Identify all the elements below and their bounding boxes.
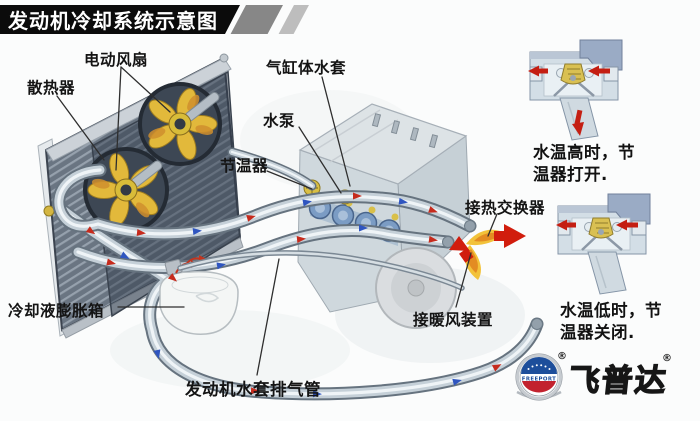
flame-arrow-right-icon: [466, 224, 526, 248]
label-radiator: 散热器: [27, 79, 76, 97]
flow-down-arrow-icon: [572, 109, 584, 136]
electric-fan-1: [138, 82, 222, 166]
registered-trademark-icon: ®: [557, 351, 567, 362]
label-to-heat-exchanger: 接热交换器: [465, 199, 546, 217]
caption-thermostat-closed: 水温低时，节温器关闭.: [560, 301, 662, 342]
label-coolant-expansion-tank: 冷却液膨胀箱: [8, 302, 105, 320]
vent-pipe: [177, 250, 465, 291]
label-water-pump: 水泵: [263, 112, 296, 130]
registered-trademark-icon: ®: [662, 353, 672, 364]
label-cylinder-block-water-jacket: 气缸体水套: [266, 59, 347, 77]
label-engine-water-jacket-vent-pipe: 发动机水套排气管: [185, 380, 321, 399]
engine-block: [297, 103, 471, 329]
coolant-pipe-connector: [227, 147, 317, 191]
label-to-heater-unit: 接暖风装置: [413, 311, 494, 329]
title-banner: 发动机冷却系统示意图: [0, 5, 240, 34]
pointer-lines: [56, 66, 498, 376]
valve-cover: [298, 103, 468, 185]
badge-text: FREEPORT: [522, 377, 557, 383]
logo-badge: FREEPORT: [515, 353, 563, 401]
badge-stars: [527, 364, 551, 370]
coolant-pipe-lower: [71, 224, 455, 274]
page-title: 发动机冷却系统示意图: [8, 9, 218, 33]
label-thermostat: 节温器: [220, 157, 269, 175]
thermostat-inset-closed: [554, 192, 652, 296]
caption-thermostat-open: 水温高时，节温器打开.: [533, 143, 635, 184]
thermostat-inset-open: [526, 38, 624, 142]
label-electric-fan: 电动风扇: [84, 51, 149, 69]
brand-name: 飞普达: [566, 362, 670, 399]
injectors: [371, 113, 439, 149]
